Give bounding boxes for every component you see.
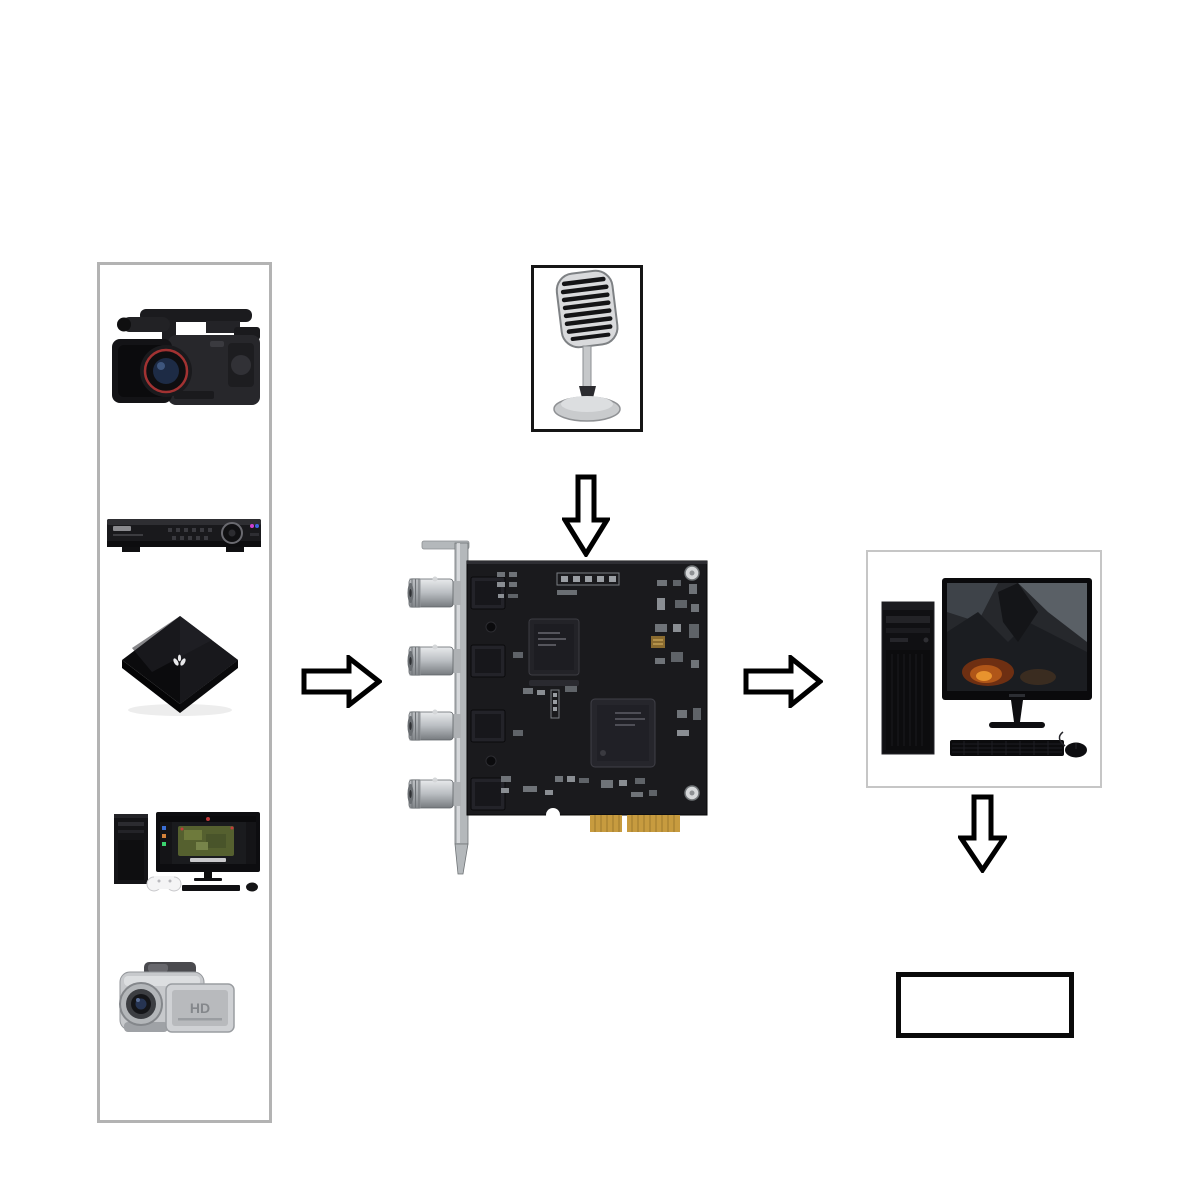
mic-grille-slots — [560, 276, 613, 341]
sources-to-capture-card-arrow — [301, 655, 382, 708]
desktop-computer-icon — [881, 578, 1092, 758]
bnc-connector-2 — [407, 644, 506, 678]
game-controller-icon — [146, 876, 182, 892]
computer-monitor — [942, 578, 1092, 700]
down-arrow-icon — [562, 474, 610, 557]
computer-panel — [866, 550, 1102, 788]
bnc-connector-1 — [407, 576, 506, 610]
output-placeholder-box — [896, 972, 1074, 1038]
computer-keyboard — [950, 740, 1064, 756]
right-arrow-icon — [743, 655, 823, 708]
monitor-stand — [1011, 700, 1023, 722]
pcie-gold-fingers — [590, 815, 680, 832]
pcie-capture-card — [407, 540, 708, 875]
dvr-buttons — [168, 528, 212, 540]
right-arrow-icon — [301, 655, 382, 708]
sources-panel: HD — [97, 262, 272, 1123]
dvr-recorder-icon — [107, 519, 261, 552]
vintage-microphone-icon — [553, 269, 621, 422]
handheld-camcorder-icon: HD — [119, 962, 235, 1033]
capture-card-to-computer-arrow — [743, 655, 823, 708]
computer-to-output-arrow — [958, 794, 1007, 873]
pcb-board — [466, 560, 708, 816]
hd-screen-label: HD — [190, 1000, 210, 1016]
smd-components — [497, 572, 701, 797]
box-logo — [173, 654, 186, 666]
bnc-connector-4 — [407, 777, 506, 811]
fpga-chip-large — [590, 698, 656, 768]
pcie-notch — [546, 808, 560, 822]
professional-camcorder-icon — [112, 309, 260, 405]
fpga-chip-small — [528, 618, 580, 686]
bnc-connector-3 — [407, 709, 506, 743]
microphone-panel — [531, 265, 643, 432]
computer-tower — [881, 601, 935, 755]
gaming-pc-setup-icon — [114, 812, 260, 892]
microphone-to-capture-card-arrow — [562, 474, 610, 557]
bracket-tail — [454, 843, 469, 875]
down-arrow-icon — [958, 794, 1007, 873]
computer-mouse — [1058, 731, 1087, 758]
tv-set-top-box-icon — [122, 616, 238, 716]
